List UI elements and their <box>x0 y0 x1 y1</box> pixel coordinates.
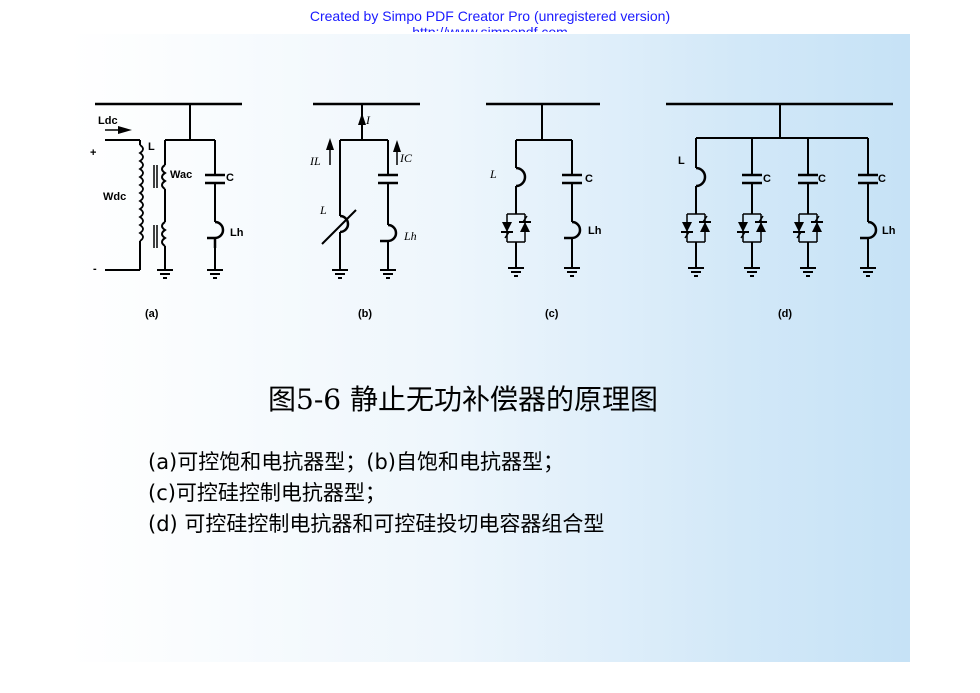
circuit-c: L C Lh (c) <box>486 102 602 320</box>
svg-text:C: C <box>226 172 234 184</box>
svg-text:L: L <box>678 155 685 167</box>
figure-title: 图5-6 静止无功补偿器的原理图 <box>268 383 658 416</box>
svg-text:I: I <box>365 113 371 127</box>
circuit-d: L C C C Lh (d) <box>666 102 896 320</box>
circuit-a: Ldc L Wdc Wac C Lh + - (a) <box>90 102 244 320</box>
panel-label-d: (d) <box>778 308 792 320</box>
svg-text:Wdc: Wdc <box>103 191 126 203</box>
svg-text:Lh: Lh <box>230 227 244 239</box>
caption-line-2: (c)可控硅控制电抗器型； <box>148 481 386 505</box>
panel-label-b: (b) <box>358 308 372 320</box>
svg-text:Lh: Lh <box>882 225 896 237</box>
svg-text:Wac: Wac <box>170 169 192 181</box>
svg-text:-: - <box>93 263 97 275</box>
svg-text:IC: IC <box>399 151 413 165</box>
svg-text:Lh: Lh <box>403 229 417 243</box>
svg-text:C: C <box>878 173 886 185</box>
svg-text:C: C <box>763 173 771 185</box>
svg-text:C: C <box>818 173 826 185</box>
panel-label-a: (a) <box>145 308 159 320</box>
svg-text:C: C <box>585 173 593 185</box>
caption-line-1: (a)可控饱和电抗器型；(b)自饱和电抗器型； <box>148 450 564 474</box>
watermark-line-1: Created by Simpo PDF Creator Pro (unregi… <box>309 8 671 24</box>
panel-label-c: (c) <box>545 308 559 320</box>
caption-line-3: (d) 可控硅控制电抗器和可控硅投切电容器组合型 <box>148 512 605 536</box>
svg-text:Ldc: Ldc <box>98 115 118 127</box>
watermark-line-2: http://www.simpopdf.com <box>412 24 568 32</box>
svg-text:Lh: Lh <box>588 225 602 237</box>
circuit-b: I IL IC L Lh (b) <box>309 102 420 320</box>
svg-text:L: L <box>489 167 497 181</box>
svg-text:+: + <box>90 147 96 159</box>
svg-text:IL: IL <box>309 154 321 168</box>
svg-text:L: L <box>319 203 327 217</box>
svg-text:L: L <box>148 141 155 153</box>
